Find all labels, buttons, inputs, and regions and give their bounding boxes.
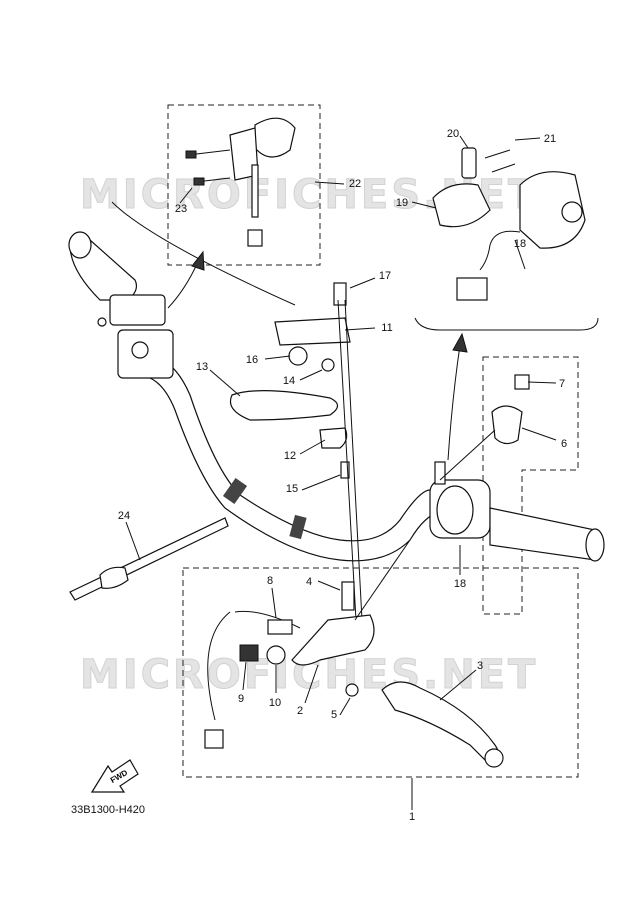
- part-label-7: 7: [559, 378, 565, 390]
- part-label-6: 6: [561, 438, 567, 450]
- part-label-14: 14: [283, 375, 295, 387]
- part-label-3: 3: [477, 660, 483, 672]
- part-label-23: 23: [175, 203, 187, 215]
- master-cylinder-left: [97, 294, 174, 379]
- callout-bracket-right: [414, 317, 599, 331]
- part-label-10: 10: [269, 697, 281, 709]
- part-label-16: 16: [246, 354, 258, 366]
- right-switch-assembly: [429, 461, 605, 562]
- lever-assembly-box: [182, 567, 579, 778]
- part-label-19: 19: [396, 197, 408, 209]
- center-lever-parts: [229, 282, 363, 621]
- arrowhead-right: [452, 332, 468, 353]
- left-grip: [68, 231, 138, 301]
- part-label-4: 4: [306, 576, 312, 588]
- right-switch-detail-parts: [432, 147, 586, 301]
- part-label-1: 1: [409, 811, 415, 823]
- part-label-13: 13: [196, 361, 208, 373]
- part-label-9: 9: [238, 693, 244, 705]
- part-label-12: 12: [284, 450, 296, 462]
- part-label-22: 22: [349, 178, 361, 190]
- callout-curve-left: [111, 201, 296, 306]
- arrowhead-left: [191, 250, 205, 271]
- switch-detail-parts: [185, 117, 296, 247]
- lever-assembly-parts: [204, 539, 504, 768]
- part-label-2: 2: [297, 705, 303, 717]
- part-label-11: 11: [381, 322, 392, 334]
- part-label-15: 15: [286, 483, 298, 495]
- part-label-24: 24: [118, 510, 130, 522]
- cable-tie: [69, 517, 229, 601]
- holder-detail-box: [482, 356, 579, 615]
- diagram-code: 33B1300-H420: [71, 804, 145, 816]
- part-label-20: 20: [447, 128, 459, 140]
- handlebar: [149, 354, 441, 562]
- part-label-8: 8: [267, 575, 273, 587]
- part-label-17: 17: [379, 270, 391, 282]
- arrow-to-right-switch: [447, 344, 461, 461]
- arrow-to-switch-detail: [167, 261, 199, 309]
- leader-lines: [125, 135, 557, 810]
- part-label-18-bottom: 18: [454, 578, 466, 590]
- part-label-21: 21: [544, 133, 556, 145]
- switch-detail-box: [167, 104, 321, 266]
- part-label-5: 5: [331, 709, 337, 721]
- part-label-18-top: 18: [514, 238, 526, 250]
- fwd-arrow-icon: FWD: [90, 759, 139, 793]
- holder-detail-parts: [439, 374, 530, 481]
- part-labels: 1 2 3 4 5 6 7 8 9 10 11 12 13 14 15 16 1…: [118, 128, 567, 823]
